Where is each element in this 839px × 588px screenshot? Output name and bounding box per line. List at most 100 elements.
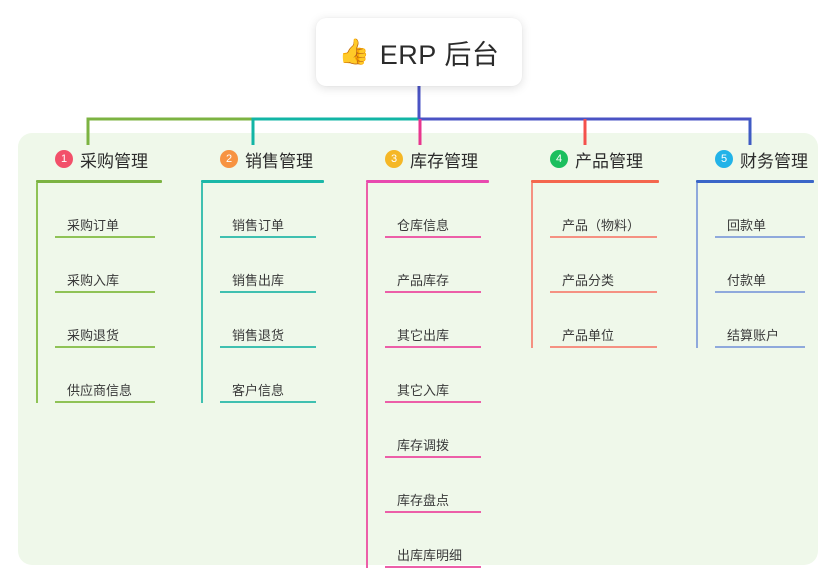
leaf-item[interactable]: 产品库存 — [385, 238, 489, 293]
branch-spine-4 — [531, 183, 533, 348]
leaf-rule — [715, 236, 805, 238]
leaf-item[interactable]: 结算账户 — [715, 293, 814, 348]
leaf-rule — [220, 401, 316, 403]
branch-column-4: 4 产品管理产品（物料） 产品分类产品单位 — [531, 145, 659, 348]
leaf-rule — [550, 236, 657, 238]
leaf-item[interactable]: 采购入库 — [55, 238, 162, 293]
leaf-item[interactable]: 库存盘点 — [385, 458, 489, 513]
leaf-label: 库存调拨 — [397, 438, 450, 453]
leaf-item[interactable]: 付款单 — [715, 238, 814, 293]
leaf-item[interactable]: 回款单 — [715, 183, 814, 238]
branch-rule-2 — [201, 180, 324, 183]
leaf-item[interactable]: 销售出库 — [220, 238, 324, 293]
leaf-rule — [220, 291, 316, 293]
branch-leaf-list-4: 产品（物料） 产品分类产品单位 — [531, 183, 659, 348]
leaf-label: 其它入库 — [397, 383, 450, 398]
leaf-item[interactable]: 仓库信息 — [385, 183, 489, 238]
leaf-rule — [385, 291, 481, 293]
branch-rule-5 — [696, 180, 814, 183]
page-title: ERP 后台 — [379, 39, 500, 70]
leaf-item[interactable]: 库存调拨 — [385, 403, 489, 458]
branch-badge-2: 2 — [220, 150, 238, 168]
branch-badge-3: 3 — [385, 150, 403, 168]
leaf-label: 其它出库 — [397, 328, 450, 343]
branch-header-5[interactable]: 5 财务管理 — [696, 145, 814, 180]
leaf-item[interactable]: 产品单位 — [550, 293, 659, 348]
branch-badge-1: 1 — [55, 150, 73, 168]
leaf-rule — [220, 346, 316, 348]
leaf-rule — [385, 511, 481, 513]
leaf-label: 产品单位 — [562, 328, 615, 343]
leaf-item[interactable]: 销售退货 — [220, 293, 324, 348]
branch-rule-1 — [36, 180, 162, 183]
leaf-item[interactable]: 供应商信息 — [55, 348, 162, 403]
leaf-item[interactable]: 其它出库 — [385, 293, 489, 348]
leaf-rule — [715, 291, 805, 293]
leaf-rule — [55, 291, 155, 293]
leaf-label: 客户信息 — [232, 383, 285, 398]
leaf-label: 产品分类 — [562, 273, 615, 288]
branch-spine-3 — [366, 183, 368, 568]
leaf-rule — [550, 291, 657, 293]
leaf-item[interactable]: 销售订单 — [220, 183, 324, 238]
leaf-rule — [385, 566, 481, 568]
branch-header-1[interactable]: 1 采购管理 — [36, 145, 162, 180]
leaf-label: 库存盘点 — [397, 493, 450, 508]
leaf-label: 回款单 — [727, 218, 767, 233]
branch-badge-5: 5 — [715, 150, 733, 168]
leaf-label: 采购订单 — [67, 218, 120, 233]
branch-spine-5 — [696, 183, 698, 348]
branch-badge-4: 4 — [550, 150, 568, 168]
leaf-rule — [55, 346, 155, 348]
branch-column-1: 1 采购管理采购订单采购入库采购退货供应商信息 — [36, 145, 162, 403]
leaf-label: 销售退货 — [232, 328, 285, 343]
branch-header-2[interactable]: 2 销售管理 — [201, 145, 324, 180]
branch-spine-1 — [36, 183, 38, 403]
leaf-label: 采购入库 — [67, 273, 120, 288]
leaf-label: 产品库存 — [397, 273, 450, 288]
leaf-label: 销售订单 — [232, 218, 285, 233]
branch-label-2: 销售管理 — [245, 151, 313, 171]
branch-leaf-list-2: 销售订单销售出库销售退货客户信息 — [201, 183, 324, 403]
branch-header-4[interactable]: 4 产品管理 — [531, 145, 659, 180]
branch-header-3[interactable]: 3 库存管理 — [366, 145, 489, 180]
thumbs-up-icon: 👍 — [338, 37, 370, 66]
branch-leaf-list-3: 仓库信息产品库存其它出库其它入库库存调拨库存盘点出库库明细 — [366, 183, 489, 568]
branch-column-3: 3 库存管理仓库信息产品库存其它出库其它入库库存调拨库存盘点出库库明细 — [366, 145, 489, 568]
leaf-label: 付款单 — [727, 273, 767, 288]
leaf-item[interactable]: 客户信息 — [220, 348, 324, 403]
leaf-rule — [385, 456, 481, 458]
diagram-panel — [18, 133, 818, 565]
leaf-item[interactable]: 采购订单 — [55, 183, 162, 238]
leaf-label: 产品（物料） — [562, 218, 641, 233]
leaf-rule — [55, 236, 155, 238]
branch-column-5: 5 财务管理回款单付款单结算账户 — [696, 145, 814, 348]
leaf-label: 仓库信息 — [397, 218, 450, 233]
leaf-label: 销售出库 — [232, 273, 285, 288]
leaf-rule — [385, 236, 481, 238]
leaf-rule — [385, 346, 481, 348]
branch-rule-3 — [366, 180, 489, 183]
branch-label-4: 产品管理 — [575, 151, 643, 171]
root-node[interactable]: 👍 ERP 后台 — [316, 18, 522, 86]
leaf-rule — [385, 401, 481, 403]
branch-label-5: 财务管理 — [740, 151, 808, 171]
branch-label-1: 采购管理 — [80, 151, 148, 171]
leaf-item[interactable]: 采购退货 — [55, 293, 162, 348]
leaf-item[interactable]: 产品分类 — [550, 238, 659, 293]
leaf-label: 结算账户 — [727, 328, 780, 343]
leaf-item[interactable]: 出库库明细 — [385, 513, 489, 568]
branch-leaf-list-5: 回款单付款单结算账户 — [696, 183, 814, 348]
leaf-rule — [550, 346, 657, 348]
leaf-rule — [715, 346, 805, 348]
leaf-rule — [220, 236, 316, 238]
branch-column-2: 2 销售管理销售订单销售出库销售退货客户信息 — [201, 145, 324, 403]
leaf-label: 出库库明细 — [397, 548, 463, 563]
leaf-label: 采购退货 — [67, 328, 120, 343]
leaf-item[interactable]: 其它入库 — [385, 348, 489, 403]
branch-label-3: 库存管理 — [410, 151, 478, 171]
leaf-rule — [55, 401, 155, 403]
branch-leaf-list-1: 采购订单采购入库采购退货供应商信息 — [36, 183, 162, 403]
branch-spine-2 — [201, 183, 203, 403]
leaf-item[interactable]: 产品（物料） — [550, 183, 659, 238]
